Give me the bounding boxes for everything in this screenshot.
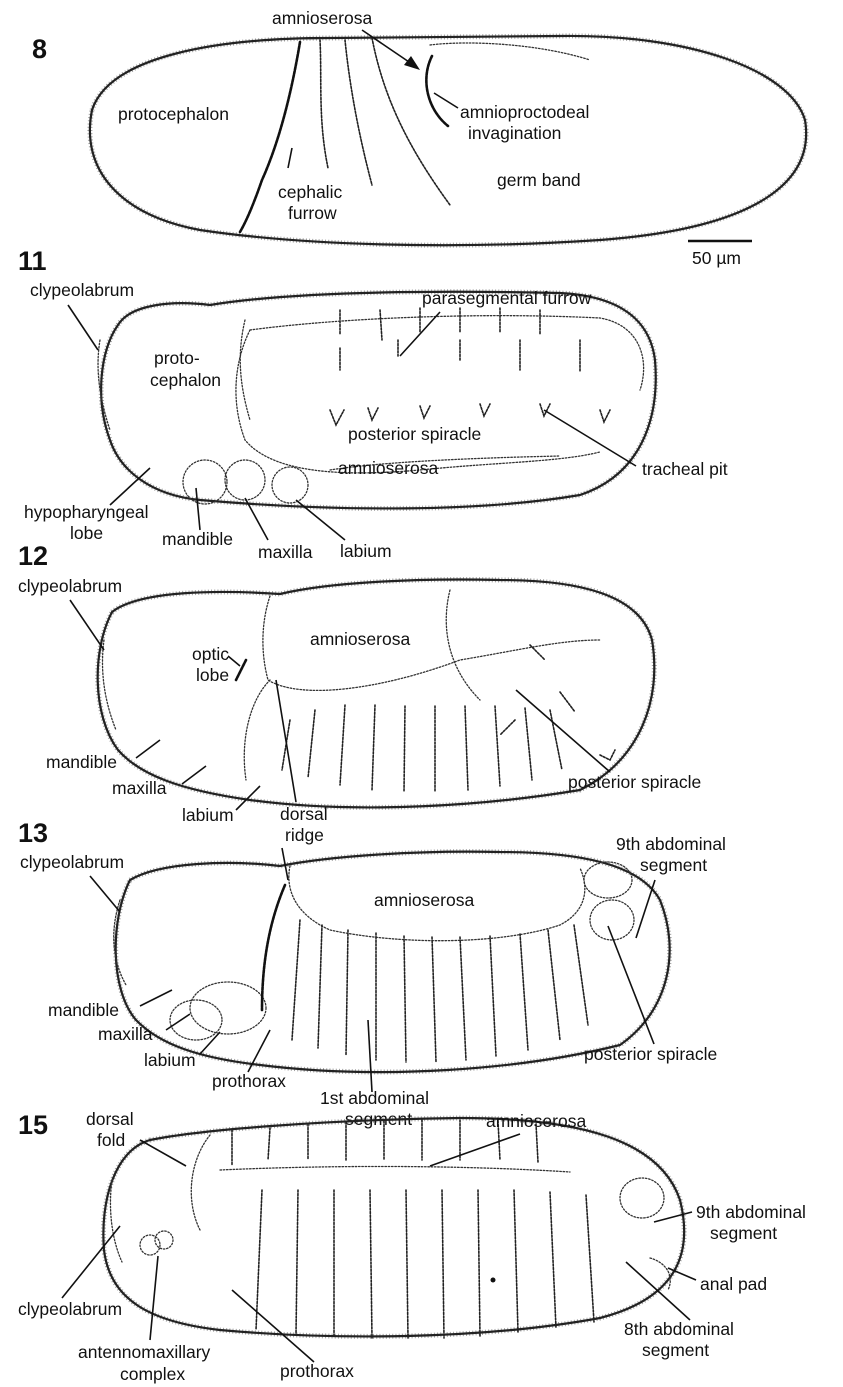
leader-mandible-stage-13: [140, 990, 172, 1006]
label-9th-abdominal-stage-13-line2: segment: [640, 855, 707, 875]
label-dorsal-ridge-line1: dorsal: [280, 804, 328, 824]
label-mandible-stage-12: mandible: [46, 752, 117, 772]
leader-9th-abdominal-stage-13: [636, 880, 655, 938]
leader-mandible-stage-12: [136, 740, 160, 758]
label-dorsal-ridge-line2: ridge: [285, 825, 324, 845]
leader-1st-abdominal: [368, 1020, 372, 1092]
label-clypeolabrum-stage-12: clypeolabrum: [18, 576, 122, 596]
label-mandible-stage-11: mandible: [162, 529, 233, 549]
leader-mandible-stage-11: [196, 488, 200, 530]
panel-stage-11: 11 clypeolabrum parasegmental furrow pro…: [18, 246, 728, 562]
leader-amnioproctodeal: [434, 93, 458, 108]
label-amnioserosa-stage-11: amnioserosa: [338, 458, 438, 478]
label-clypeolabrum-stage-11: clypeolabrum: [30, 280, 134, 300]
label-tracheal-pit: tracheal pit: [642, 459, 728, 479]
leader-amnioserosa-stage-15: [430, 1134, 520, 1166]
label-hypopharyngeal-line2: lobe: [70, 523, 103, 543]
label-optic-lobe-line1: optic: [192, 644, 229, 664]
panel-stage-12: 12 clypeolabrum amnioserosa optic lobe m…: [18, 541, 701, 845]
stage-number-15: 15: [18, 1110, 48, 1140]
label-amnioserosa-stage-12: amnioserosa: [310, 629, 410, 649]
label-9th-abdominal-stage-13-line1: 9th abdominal: [616, 834, 726, 854]
arrowhead-amnioserosa-stage-8: [404, 56, 420, 70]
embryo-outline-stage-8: [90, 36, 806, 245]
leader-clypeolabrum-stage-12: [70, 600, 104, 650]
label-mandible-stage-13: mandible: [48, 1000, 119, 1020]
embryo-outline-stage-15: [103, 1118, 684, 1338]
leader-clypeolabrum-stage-11: [68, 305, 98, 350]
label-9th-abdominal-stage-15-line1: 9th abdominal: [696, 1202, 806, 1222]
label-optic-lobe-line2: lobe: [196, 665, 229, 685]
label-prothorax-stage-15: prothorax: [280, 1361, 354, 1381]
label-clypeolabrum-stage-13: clypeolabrum: [20, 852, 124, 872]
label-amnioproctodeal-line1: amnioproctodeal: [460, 102, 589, 122]
label-dorsal-fold-line1: dorsal: [86, 1109, 134, 1129]
leader-antennomaxillary: [150, 1256, 158, 1340]
scale-bar-label: 50 µm: [692, 248, 741, 268]
label-cephalic-furrow-line2: furrow: [288, 203, 337, 223]
leader-tracheal-pit: [544, 410, 636, 466]
label-parasegmental-furrow: parasegmental furrow: [422, 288, 592, 308]
panel-stage-13: 13 clypeolabrum amnioserosa 9th abdomina…: [18, 818, 726, 1129]
label-9th-abdominal-stage-15-line2: segment: [710, 1223, 777, 1243]
label-8th-abdominal-line2: segment: [642, 1340, 709, 1360]
label-maxilla-stage-11: maxilla: [258, 542, 313, 562]
label-amnioproctodeal-line2: invagination: [468, 123, 561, 143]
label-protocephalon-stage-8: protocephalon: [118, 104, 229, 124]
label-antennomaxillary-line2: complex: [120, 1364, 185, 1384]
leader-clypeolabrum-stage-15: [62, 1226, 120, 1298]
leader-labium-stage-13: [200, 1032, 220, 1054]
amnioproctodeal-invagination-mark: [426, 56, 448, 126]
stage-number-8: 8: [32, 34, 47, 64]
stage-number-12: 12: [18, 541, 48, 571]
leader-prothorax-stage-15: [232, 1290, 314, 1362]
label-hypopharyngeal-line1: hypopharyngeal: [24, 502, 149, 522]
label-labium-stage-11: labium: [340, 541, 392, 561]
label-labium-stage-13: labium: [144, 1050, 196, 1070]
label-posterior-spiracle-stage-12: posterior spiracle: [568, 772, 701, 792]
embryo-outline-stage-13: [114, 852, 670, 1072]
leader-posterior-spiracle-stage-13: [608, 926, 654, 1044]
label-antennomaxillary-line1: antennomaxillary: [78, 1342, 211, 1362]
label-cephalic-furrow-line1: cephalic: [278, 182, 342, 202]
leader-8th-abdominal: [626, 1262, 690, 1320]
label-clypeolabrum-stage-15: clypeolabrum: [18, 1299, 122, 1319]
label-8th-abdominal-line1: 8th abdominal: [624, 1319, 734, 1339]
label-dorsal-fold-line2: fold: [97, 1130, 125, 1150]
label-maxilla-stage-12: maxilla: [112, 778, 167, 798]
label-amnioserosa-stage-13: amnioserosa: [374, 890, 474, 910]
leader-dorsal-ridge: [276, 680, 296, 802]
leader-dorsal-fold: [140, 1140, 186, 1166]
label-maxilla-stage-13: maxilla: [98, 1024, 153, 1044]
label-amnioserosa-stage-8: amnioserosa: [272, 8, 372, 28]
leader-cephalic-furrow: [288, 148, 292, 168]
label-prothorax-stage-13: prothorax: [212, 1071, 286, 1091]
label-1st-abdominal-line1: 1st abdominal: [320, 1088, 429, 1108]
label-labium-stage-12: labium: [182, 805, 234, 825]
stage-number-13: 13: [18, 818, 48, 848]
label-posterior-spiracle-stage-11: posterior spiracle: [348, 424, 481, 444]
leader-clypeolabrum-stage-13: [90, 876, 120, 912]
leader-maxilla-stage-12: [182, 766, 206, 784]
label-protocephalon-stage-11-line1: proto-: [154, 348, 200, 368]
panel-stage-8: 8 amnioserosa protocephalon amnioproctod…: [32, 8, 806, 268]
label-posterior-spiracle-stage-13: posterior spiracle: [584, 1044, 717, 1064]
label-protocephalon-stage-11-line2: cephalon: [150, 370, 221, 390]
leader-optic-lobe: [228, 656, 240, 666]
stage-number-11: 11: [18, 246, 47, 276]
label-anal-pad: anal pad: [700, 1274, 767, 1294]
label-amnioserosa-stage-15: amnioserosa: [486, 1111, 586, 1131]
panel-stage-15: 15 dorsal fold amnioserosa 9th abdominal…: [18, 1109, 806, 1384]
label-germ-band: germ band: [497, 170, 581, 190]
leader-9th-abdominal-stage-15: [654, 1212, 692, 1222]
